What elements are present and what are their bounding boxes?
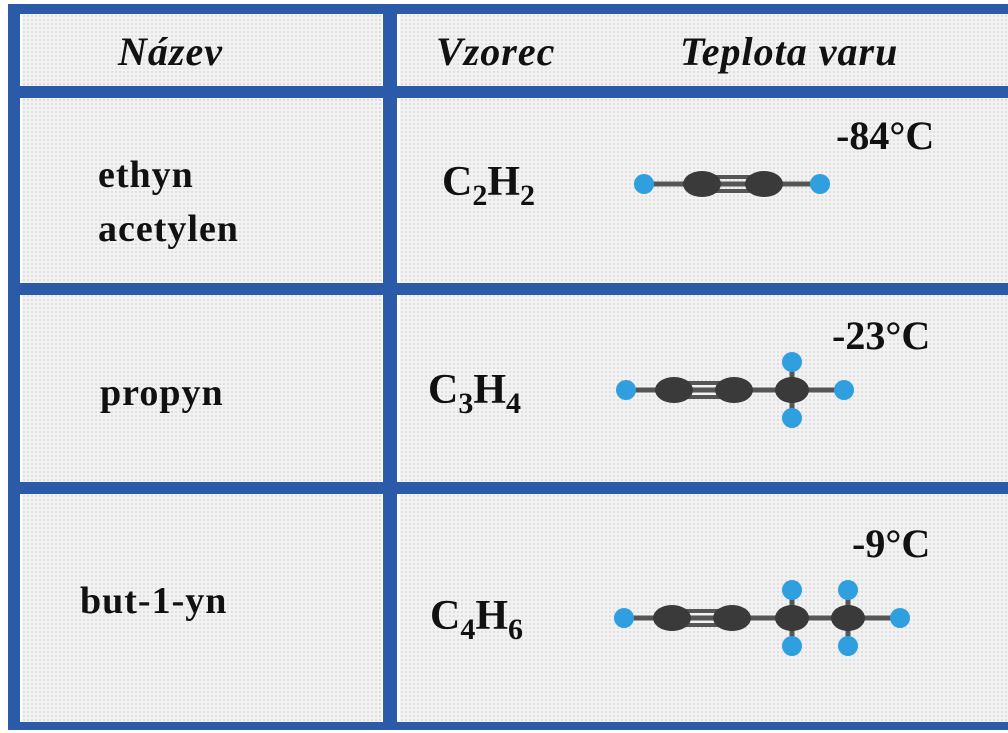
row3-formula: C4H6: [430, 593, 524, 646]
header-cell-name: [22, 14, 382, 88]
header-name: Název: [118, 29, 223, 74]
ethyne-molecule-icon: [634, 171, 830, 197]
row3-cell-name: [22, 494, 382, 722]
row2-name: propyn: [100, 372, 224, 414]
row3-cell-formula: [400, 494, 1008, 722]
row1-name-line1: ethyn: [98, 154, 194, 196]
row3-name: but-1-yn: [80, 580, 228, 622]
grid-left-border: [8, 4, 20, 729]
but-1-yne-molecule-icon: [614, 580, 910, 656]
header-cell-formula: [400, 14, 1008, 88]
propyne-molecule-icon: [616, 352, 854, 428]
grid-header-divider: [8, 86, 1008, 98]
grid-row1-divider: [8, 283, 1008, 295]
row1-cell-name: [22, 98, 382, 284]
grid-bottom-border: [8, 722, 1008, 730]
grid-top-border: [8, 4, 1008, 14]
row1-name-line2: acetylen: [98, 208, 239, 250]
row3-boiling-point: -9°C: [852, 521, 931, 566]
row2-cell-name: [22, 294, 382, 482]
grid-row2-divider: [8, 482, 1008, 494]
header-boiling-point: Teplota varu: [680, 29, 899, 74]
header-formula: Vzorec: [436, 29, 556, 74]
row2-formula: C3H4: [428, 367, 522, 420]
row2-cell-formula: [400, 294, 1008, 482]
grid-middle-divider: [383, 4, 397, 729]
row1-boiling-point: -84°C: [836, 113, 935, 158]
row1-name: ethyn acetylen: [98, 148, 239, 256]
row2-boiling-point: -23°C: [832, 313, 931, 358]
row1-cell-formula: [400, 98, 1008, 284]
row1-formula: C2H2: [442, 159, 536, 212]
